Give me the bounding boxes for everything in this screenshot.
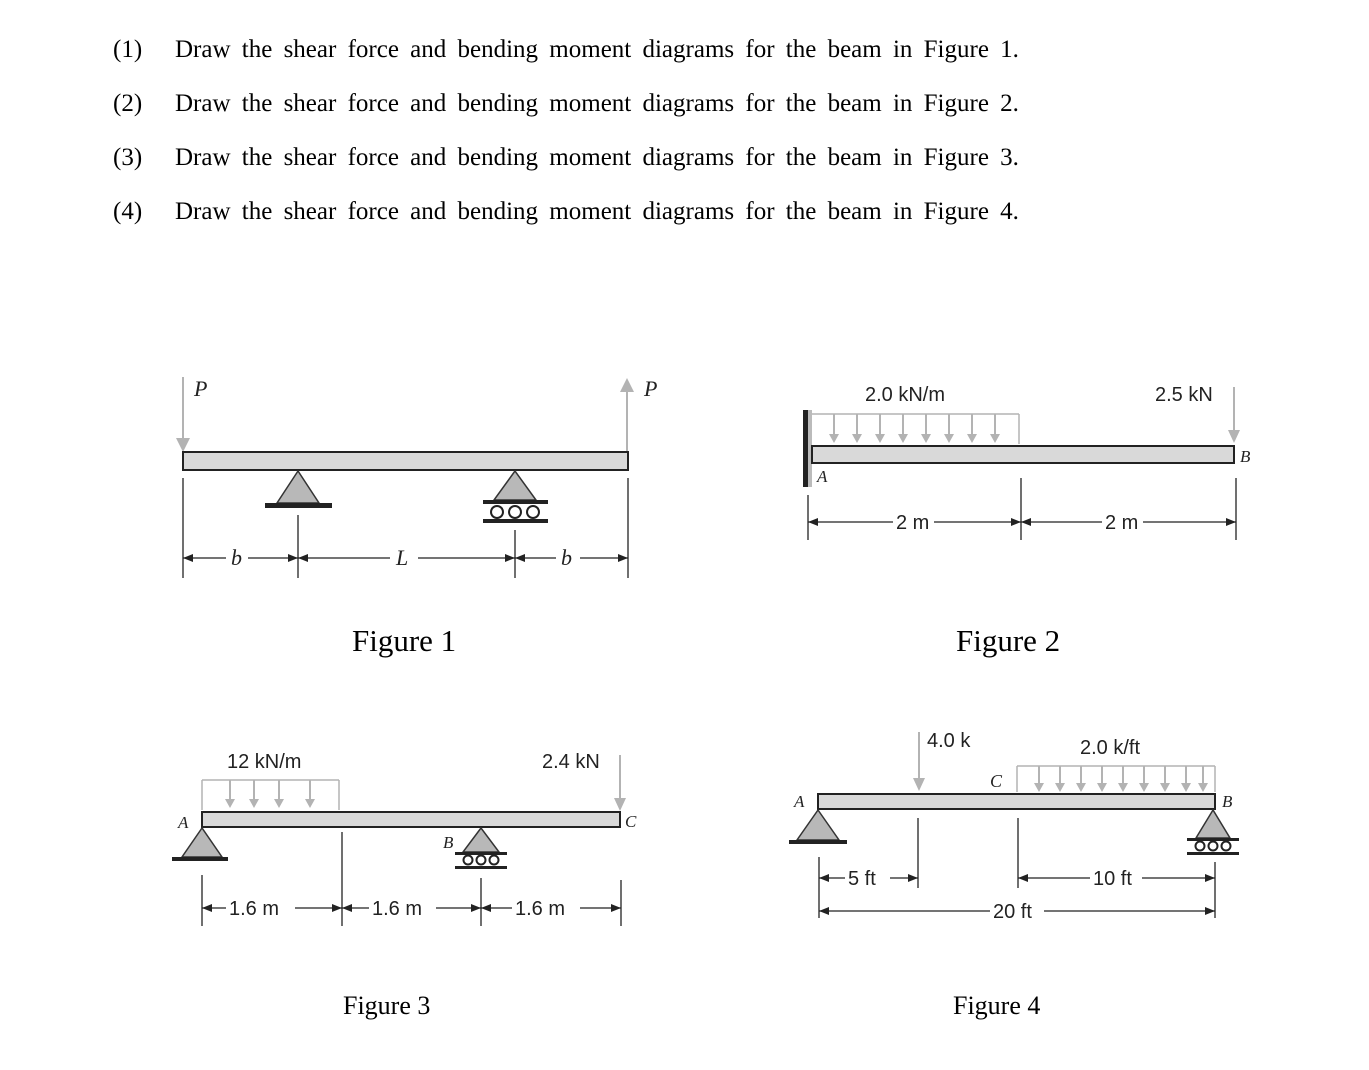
dim-1: 1.6 m xyxy=(229,898,279,920)
figure-caption: Figure 2 xyxy=(956,623,1060,658)
label-A: A xyxy=(177,813,189,832)
point-load-label: 4.0 k xyxy=(927,730,971,752)
problem-text: Draw the shear force and bending moment … xyxy=(175,36,1019,63)
beam xyxy=(817,793,1216,810)
load-arrow-right-head xyxy=(620,378,634,392)
roller-support-B xyxy=(455,826,507,869)
point-load-label: 2.5 kN xyxy=(1155,384,1213,406)
problem-number: (3) xyxy=(113,144,143,171)
dim-L: L xyxy=(395,545,408,570)
dimension-lines xyxy=(818,818,1216,918)
dim-3: 1.6 m xyxy=(515,898,565,920)
figure-caption: Figure 3 xyxy=(343,991,430,1020)
beam xyxy=(811,445,1235,464)
label-C: C xyxy=(625,812,637,831)
label-C: C xyxy=(990,771,1003,791)
problem-number: (4) xyxy=(113,198,143,225)
problem-text: Draw the shear force and bending moment … xyxy=(175,90,1019,117)
dim-3: 20 ft xyxy=(993,901,1032,923)
pin-support xyxy=(265,469,332,508)
dim-b-right: b xyxy=(561,545,572,570)
problem-text: Draw the shear force and bending moment … xyxy=(175,144,1019,171)
fixed-wall xyxy=(803,410,808,487)
distributed-load xyxy=(812,413,1020,444)
label-A: A xyxy=(816,467,828,486)
dim-1: 2 m xyxy=(896,512,929,534)
dimension-lines xyxy=(182,478,629,578)
distributed-load xyxy=(1016,765,1216,792)
beam xyxy=(201,811,621,828)
label-B: B xyxy=(443,833,454,852)
label-B: B xyxy=(1240,447,1251,466)
point-load-arrow-head xyxy=(1228,430,1240,443)
dimension-lines xyxy=(201,832,622,926)
problem-number: (2) xyxy=(113,90,143,117)
pin-support-A xyxy=(172,826,228,861)
load-arrow-left-head xyxy=(176,438,190,452)
label-A: A xyxy=(793,792,805,811)
figure-caption: Figure 4 xyxy=(953,991,1040,1020)
point-load-arrow-head xyxy=(614,798,626,811)
fixed-wall-hatch xyxy=(808,410,812,487)
point-load-arrow-head xyxy=(913,778,925,791)
problem-text: Draw the shear force and bending moment … xyxy=(175,198,1019,225)
dim-b-left: b xyxy=(231,545,242,570)
label-B: B xyxy=(1222,792,1233,811)
problem-number: (1) xyxy=(113,36,143,63)
dimension-lines xyxy=(807,478,1237,540)
dist-load-label: 12 kN/m xyxy=(227,751,301,773)
dim-1: 5 ft xyxy=(848,868,876,890)
roller-support xyxy=(483,469,548,523)
dim-2: 10 ft xyxy=(1093,868,1132,890)
beam xyxy=(182,451,629,471)
distributed-load xyxy=(201,779,340,810)
dim-2: 2 m xyxy=(1105,512,1138,534)
figure-caption: Figure 1 xyxy=(352,623,456,658)
dist-load-label: 2.0 k/ft xyxy=(1080,737,1140,759)
roller-support-B xyxy=(1187,808,1239,855)
dim-2: 1.6 m xyxy=(372,898,422,920)
point-load-label: 2.4 kN xyxy=(542,751,600,773)
dist-load-label: 2.0 kN/m xyxy=(865,384,945,406)
pin-support-A xyxy=(789,808,847,844)
load-label-right: P xyxy=(643,376,657,401)
load-label-left: P xyxy=(193,376,207,401)
